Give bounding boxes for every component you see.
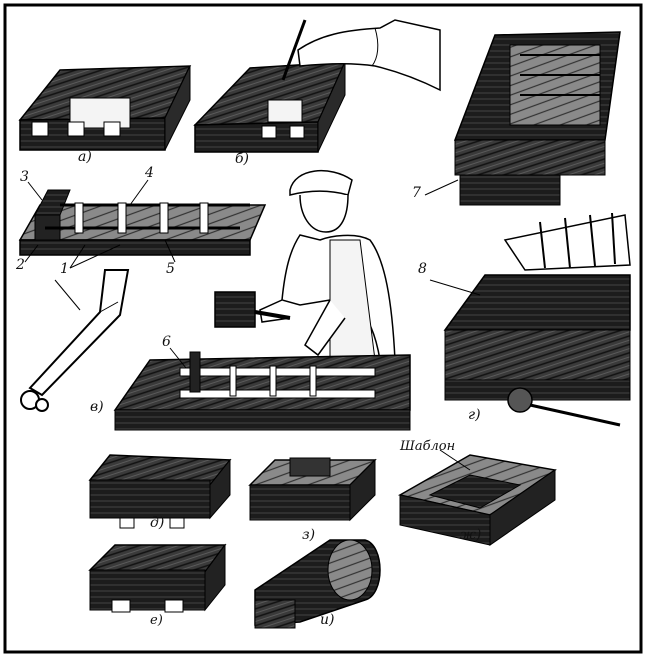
label-zh: ж) [460, 527, 482, 543]
workbench-jig [113, 347, 411, 431]
label-num-3: 3 [20, 169, 29, 185]
part-b-marking-board [193, 19, 441, 153]
label-b: б) [235, 151, 250, 167]
label-num-4: 4 [145, 165, 154, 181]
part-g-parts-chain [503, 212, 631, 271]
part-v-clamp [20, 269, 130, 412]
label-g: г) [468, 407, 481, 423]
part-i-rounded-part [254, 539, 381, 629]
label-num-5: 5 [166, 261, 175, 277]
label-e: е) [150, 613, 163, 628]
label-a: а) [78, 149, 92, 165]
label-template: Шаблон [400, 439, 456, 454]
part-e-block [88, 543, 227, 613]
label-num-1: 1 [60, 261, 69, 277]
label-num-2: 2 [16, 257, 25, 273]
label-num-8: 8 [418, 261, 427, 277]
part-g-machine-8 [429, 274, 631, 427]
label-v: в) [90, 399, 104, 415]
label-i: и) [320, 612, 335, 628]
outer-frame [3, 3, 643, 654]
part-zh-template-block [397, 449, 557, 546]
part-z-tenon-block [248, 457, 377, 522]
label-num-7: 7 [412, 185, 421, 201]
label-d: д) [150, 515, 165, 531]
label-z: з) [302, 527, 316, 543]
part-v-jig-frame [18, 179, 267, 269]
worker-figure [214, 169, 396, 361]
part-g-machine-top [424, 31, 621, 206]
part-a-board-tenons [18, 65, 192, 151]
label-num-6: 6 [162, 334, 171, 350]
part-d-block [88, 454, 232, 529]
